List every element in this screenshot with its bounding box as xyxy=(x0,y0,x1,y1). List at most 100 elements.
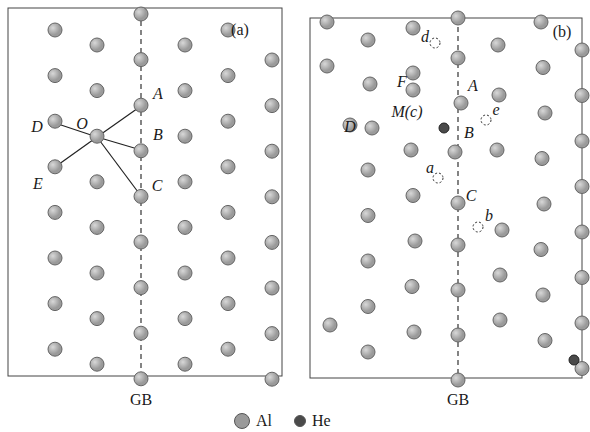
al-atom xyxy=(448,145,462,159)
al-atom xyxy=(178,312,192,326)
point-label: (b) xyxy=(553,24,572,40)
jump-path-line xyxy=(97,137,141,196)
legend-item: Al xyxy=(234,412,272,430)
legend-text: He xyxy=(312,412,331,430)
al-atom xyxy=(178,266,192,280)
al-atom xyxy=(536,61,550,75)
al-atom xyxy=(134,372,148,386)
al-atom xyxy=(221,205,235,219)
al-atom xyxy=(575,180,589,194)
al-atom xyxy=(491,38,505,52)
al-atom xyxy=(320,59,334,73)
al-atom xyxy=(134,189,148,203)
point-label: F xyxy=(397,74,407,90)
panel-frame xyxy=(8,8,282,376)
legend-text: Al xyxy=(256,412,272,430)
al-atom xyxy=(538,334,552,348)
al-atom xyxy=(361,163,375,177)
al-atom xyxy=(405,280,419,294)
panel-frame xyxy=(310,18,582,378)
point-label: e xyxy=(492,102,499,118)
al-atom xyxy=(90,357,104,371)
al-atom xyxy=(48,342,62,356)
al-atom xyxy=(90,129,104,143)
point-label: D xyxy=(31,119,43,135)
point-label: a xyxy=(426,160,434,176)
al-atom xyxy=(361,33,375,47)
al-atom xyxy=(451,238,465,252)
al-atom xyxy=(265,327,279,341)
al-atom xyxy=(406,83,420,97)
al-atom xyxy=(134,326,148,340)
point-label: (a) xyxy=(231,22,249,38)
point-label: C xyxy=(466,188,477,204)
al-atom xyxy=(492,88,506,102)
al-atom xyxy=(265,144,279,158)
al-atom xyxy=(406,66,420,80)
al-atom xyxy=(134,7,148,21)
jump-path-line xyxy=(55,137,97,167)
al-atom xyxy=(537,197,551,211)
point-label: B xyxy=(464,125,474,141)
al-atom xyxy=(178,129,192,143)
point-label: D xyxy=(344,119,356,135)
al-atom xyxy=(90,266,104,280)
al-atom xyxy=(406,189,420,203)
al-atom xyxy=(407,325,421,339)
legend-swatch xyxy=(294,415,306,427)
point-label: C xyxy=(152,178,163,194)
al-atom xyxy=(451,373,465,387)
al-atom xyxy=(365,121,379,135)
al-atom xyxy=(451,11,465,25)
al-atom xyxy=(221,160,235,174)
al-atom xyxy=(134,98,148,112)
al-atom xyxy=(265,99,279,113)
al-atom xyxy=(361,254,375,268)
al-atom xyxy=(575,225,589,239)
he-atom xyxy=(569,355,579,365)
al-atom xyxy=(90,84,104,98)
al-atom xyxy=(363,77,377,91)
al-atom xyxy=(48,297,62,311)
interstitial-site xyxy=(473,222,483,232)
al-atom xyxy=(361,300,375,314)
al-atom xyxy=(490,143,504,157)
al-atom xyxy=(48,69,62,83)
al-atom xyxy=(134,53,148,67)
al-atom xyxy=(454,96,468,110)
point-label: GB xyxy=(130,392,152,408)
al-atom xyxy=(90,220,104,234)
al-atom xyxy=(320,15,334,29)
al-atom xyxy=(451,328,465,342)
al-atom xyxy=(265,53,279,67)
interstitial-site xyxy=(481,115,491,125)
al-atom xyxy=(361,345,375,359)
al-atom xyxy=(451,51,465,65)
point-label: M(c) xyxy=(391,104,422,120)
al-atom xyxy=(134,235,148,249)
al-atom xyxy=(265,190,279,204)
point-label: O xyxy=(76,116,88,132)
al-atom xyxy=(178,357,192,371)
jump-path-line xyxy=(97,106,141,137)
interstitial-site xyxy=(433,173,443,183)
al-atom xyxy=(575,271,589,285)
al-atom xyxy=(48,114,62,128)
al-atom xyxy=(575,89,589,103)
al-atom xyxy=(575,316,589,330)
al-atom xyxy=(406,21,420,35)
legend-swatch xyxy=(234,413,250,429)
al-atom xyxy=(178,175,192,189)
point-label: A xyxy=(153,86,163,102)
al-atom xyxy=(575,134,589,148)
point-label: GB xyxy=(447,392,469,408)
al-atom xyxy=(221,342,235,356)
al-atom xyxy=(178,220,192,234)
al-atom xyxy=(451,283,465,297)
al-atom xyxy=(534,243,548,257)
al-atom xyxy=(323,318,337,332)
al-atom xyxy=(221,114,235,128)
al-atom xyxy=(493,313,507,327)
point-label: E xyxy=(33,176,43,192)
al-atom xyxy=(361,209,375,223)
